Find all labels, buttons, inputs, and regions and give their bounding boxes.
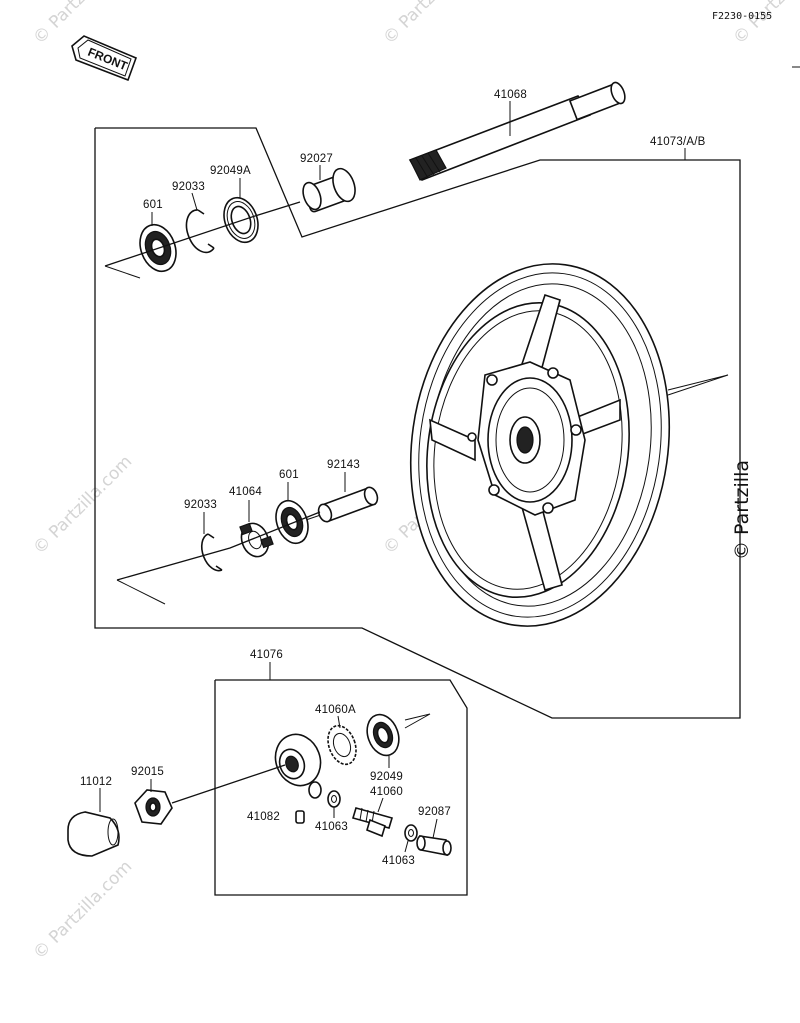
label-wheel: 41073/A/B (650, 136, 706, 148)
axis-tick (104, 265, 141, 279)
watermark-text: © Partzilla.com (29, 452, 136, 559)
figure-code: F2230-0155 (712, 11, 772, 22)
label-axle: 41068 (494, 89, 527, 101)
label-coupling: 41064 (229, 486, 262, 498)
leader-circlip-left (191, 192, 198, 211)
circlip-right (201, 533, 223, 572)
wheel (409, 263, 671, 627)
label-pinion: 41060 (370, 786, 403, 798)
label-bearing-right: 601 (279, 469, 299, 481)
collar-left (302, 167, 356, 213)
label-drive-gear: 41060A (315, 704, 356, 716)
watermark-text: © Partzilla.com (729, 0, 800, 49)
washer-a (327, 790, 341, 808)
washer-b (404, 824, 418, 842)
watermark-text: © Partzilla.com (379, 0, 486, 49)
label-oil-seal-left: 92049A (210, 165, 251, 177)
front-arrow: FRONT (71, 35, 138, 82)
frame-outline (94, 127, 741, 719)
watermark-side-text: © Partzilla (731, 460, 753, 560)
bushing (416, 835, 452, 856)
axle-nut (134, 789, 173, 825)
label-circlip-right: 92033 (184, 499, 217, 511)
oil-seal-right (366, 713, 400, 757)
leader-pinion (377, 797, 384, 813)
bearing-right (275, 499, 309, 545)
gear-assy-outline (214, 679, 468, 896)
label-bushing: 92087 (418, 806, 451, 818)
leader-drive-gear (337, 715, 341, 729)
label-circlip-left: 92033 (172, 181, 205, 193)
label-gear-assy: 41076 (250, 649, 283, 661)
axis-nut (171, 764, 286, 804)
pin (295, 810, 305, 824)
label-axle-cap: 11012 (80, 776, 112, 788)
axis-wheel (667, 374, 729, 396)
label-pin: 41082 (247, 811, 280, 823)
axis-gear (404, 713, 431, 729)
label-washer-a: 41063 (315, 821, 348, 833)
leader-bushing (432, 818, 438, 839)
label-bearing-left: 601 (143, 199, 163, 211)
axis-line-right (116, 511, 321, 581)
label-sleeve: 92143 (327, 459, 360, 471)
circlip-left (185, 209, 215, 254)
axis-line-left (104, 201, 301, 267)
axis-tick (116, 579, 166, 605)
drive-gear (327, 724, 357, 766)
gear-housing (274, 733, 322, 799)
sleeve (317, 486, 379, 523)
watermark-text: © Partzilla.com (29, 857, 136, 964)
coupling (239, 522, 274, 558)
leader-washer-b (404, 840, 409, 853)
label-collar-left: 92027 (300, 153, 333, 165)
label-axle-nut: 92015 (131, 766, 164, 778)
label-oil-seal-right: 92049 (370, 771, 403, 783)
pinion (351, 807, 394, 838)
axle-cap (67, 811, 120, 857)
axle (408, 81, 626, 181)
label-washer-b: 41063 (382, 855, 415, 867)
